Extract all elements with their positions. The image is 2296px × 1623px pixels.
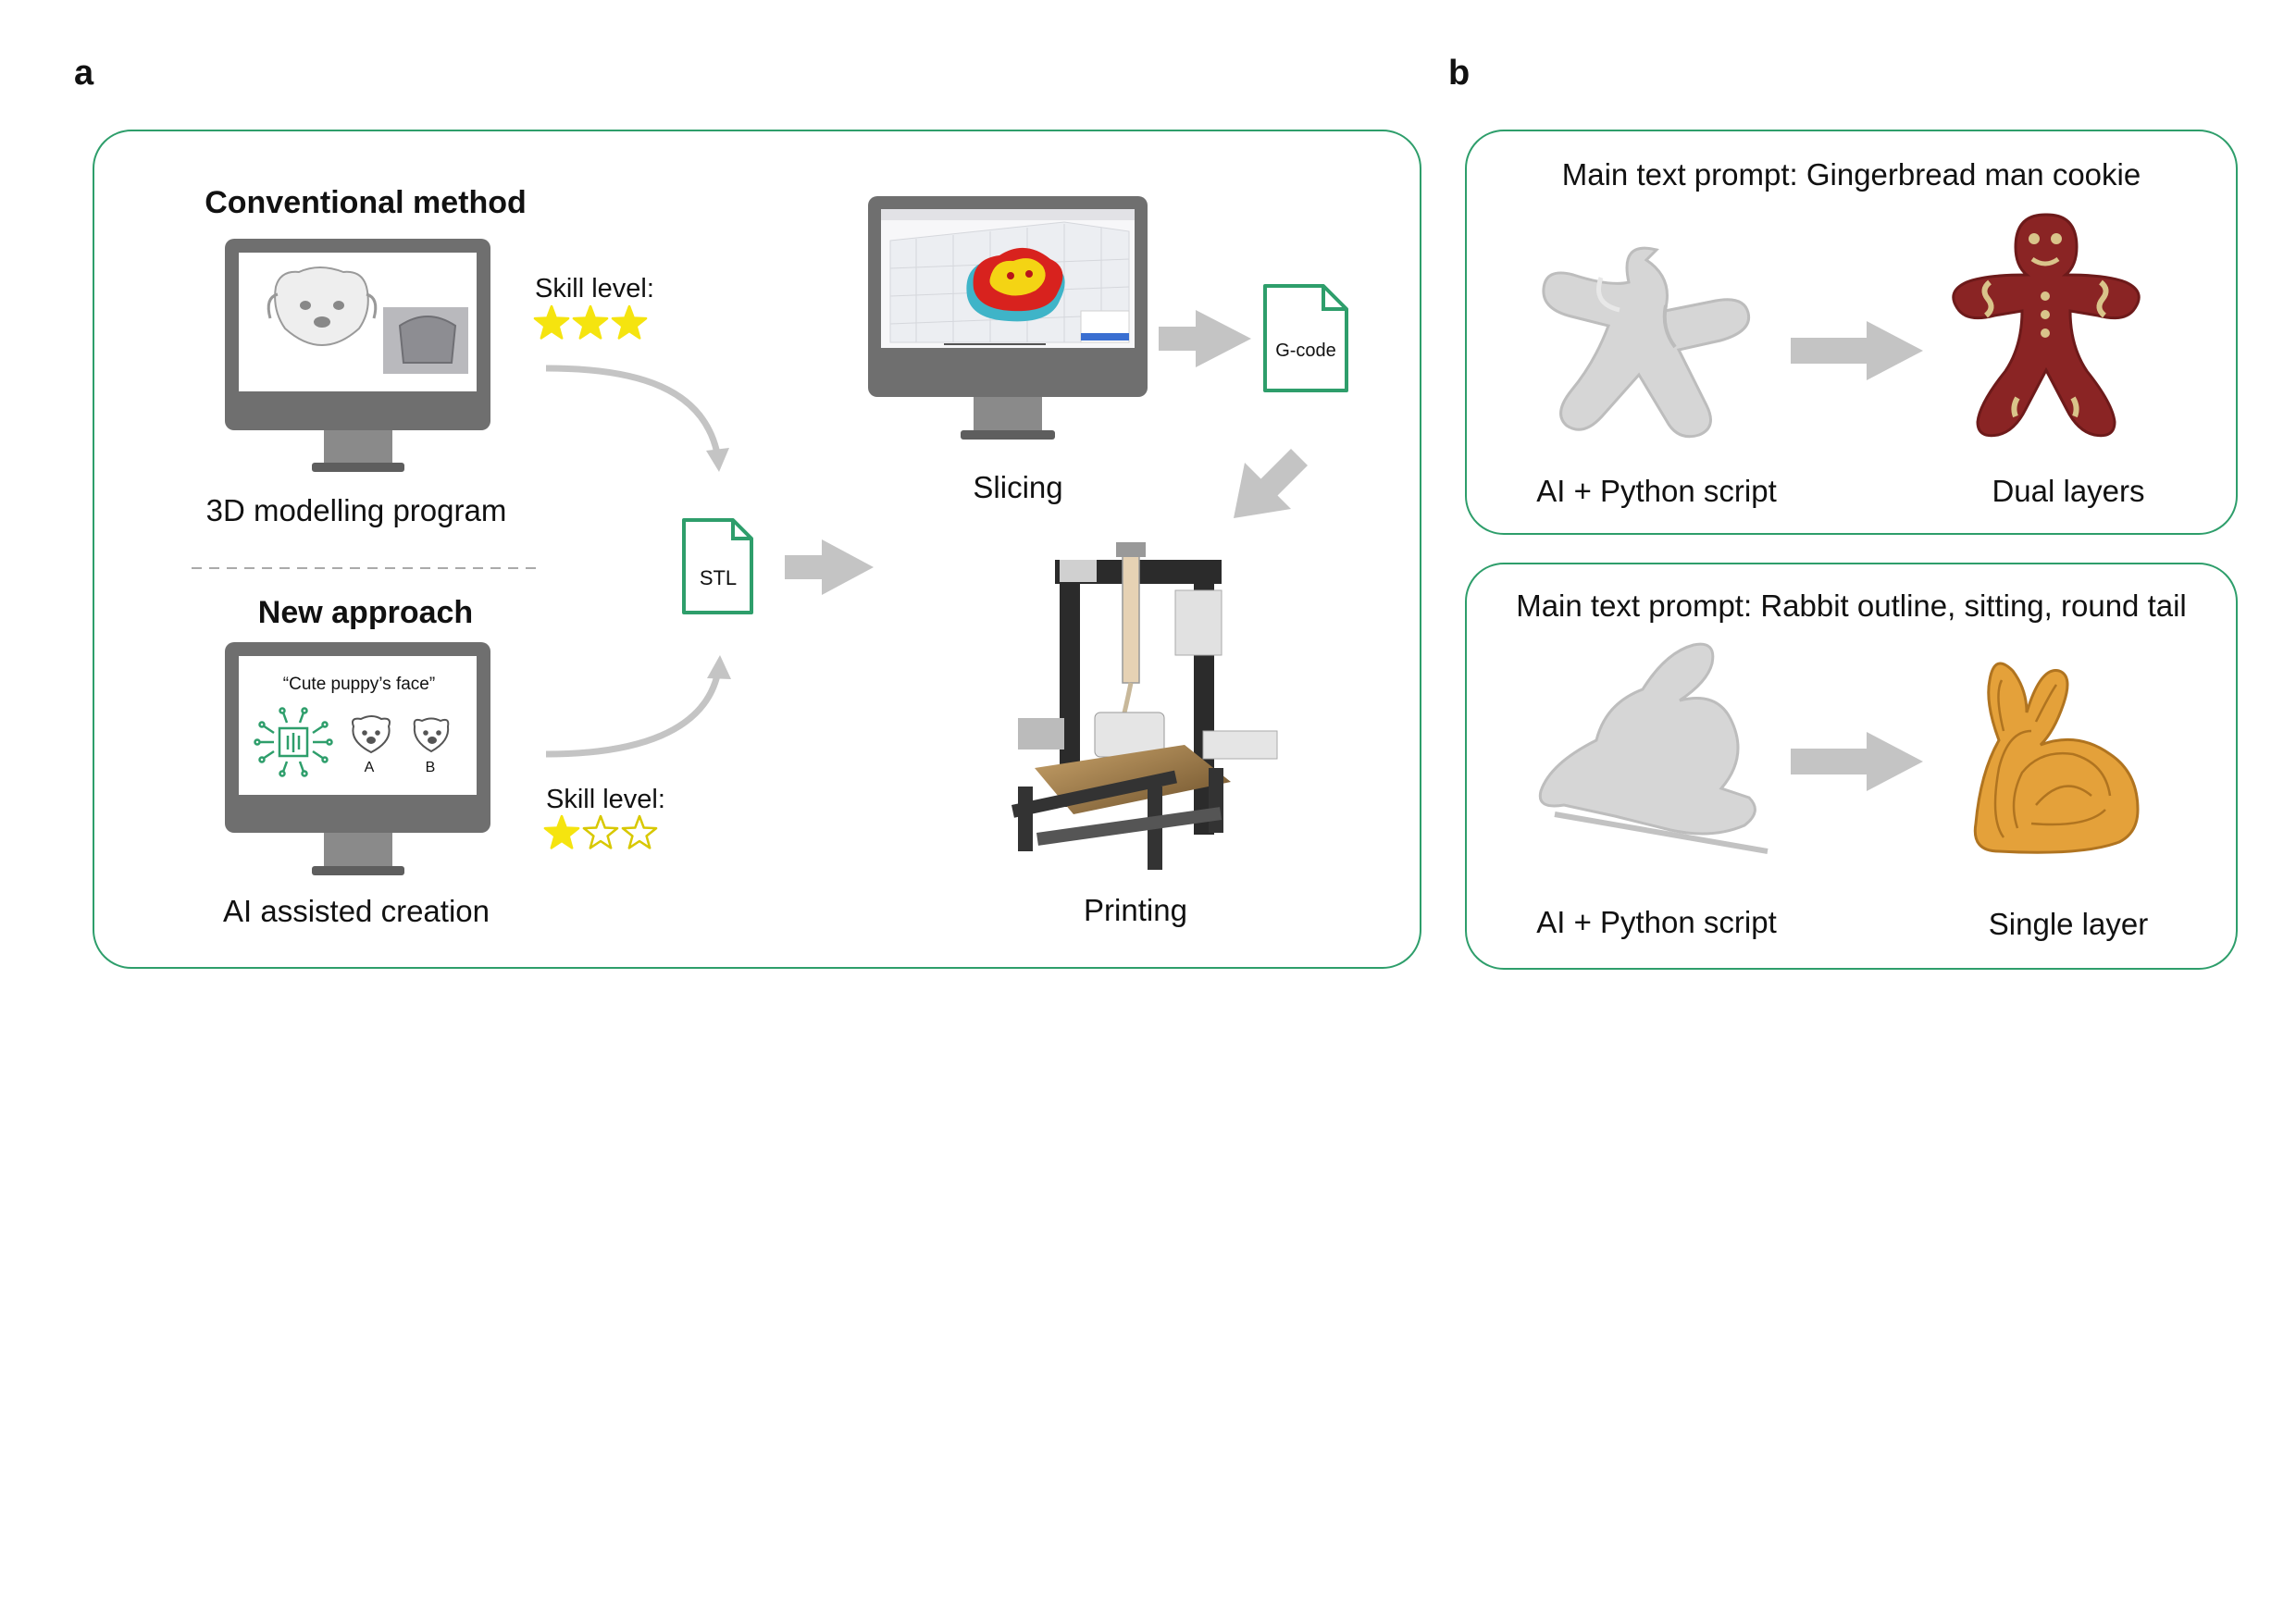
puppy-option-b-icon [413,717,450,753]
skill-stars-conventional [533,304,648,340]
curved-arrow-ai [545,675,721,758]
curved-arrow-conventional-head [706,448,729,472]
conventional-star-filled [533,304,570,340]
arrow-gingerbread [1791,321,1923,380]
gingerbread-right-label: Dual layers [1992,474,2145,508]
new-approach-title: New approach [257,595,474,630]
ai-chip-icon [254,707,333,777]
panel-letter-b: b [1448,54,1471,93]
arrow-gcode-to-printer [1234,449,1308,518]
sliced-model [966,247,1065,322]
gingerbread-left-label: AI + Python script [1536,474,1777,508]
option-b-label: B [426,760,436,775]
curved-arrow-ai-head [707,655,731,679]
panel-letter-a: a [74,54,94,93]
rabbit-left-label: AI + Python script [1536,905,1777,939]
puppy-option-a-icon [352,715,391,754]
rabbit-3d-model [1538,642,1769,854]
ai-star-empty [621,814,658,849]
conventional-star-filled [611,304,648,340]
arrow-stl-to-printer [785,539,874,595]
ai-star-empty [582,814,619,849]
curved-arrow-conventional [545,365,721,454]
rabbit-printed-photo [1973,662,2140,854]
arrow-slicing-to-gcode [1159,310,1251,367]
option-a-label: A [365,760,375,775]
panel-b-bottom-box [1465,563,2238,970]
monitor-ai: “Cute puppy’s face” A B [225,642,490,875]
gingerbread-cookie-photo [1952,213,2141,438]
printing-label: Printing [1084,893,1187,927]
skill-level-label-2: Skill level: [546,785,665,814]
puppy-model-render [267,266,468,374]
panel-a-box [93,130,1421,969]
3d-printer-illustration [1011,542,1278,870]
rabbit-right-label: Single layer [1988,907,2149,941]
gcode-file-icon: G-code [1263,284,1348,392]
panel-b-top-box [1465,130,2238,535]
modelling-program-label: 3D modelling program [205,493,507,527]
stl-file-icon: STL [682,518,753,614]
monitor-slicing [868,196,1148,440]
arrow-rabbit [1791,732,1923,791]
svg-text:STL: STL [700,566,737,589]
conventional-star-filled [572,304,609,340]
rabbit-prompt: Main text prompt: Rabbit outline, sittin… [1516,588,2187,623]
ai-prompt-text: “Cute puppy’s face” [283,675,435,694]
slicing-label: Slicing [973,470,1063,504]
ai-star-filled [543,814,580,849]
svg-text:G-code: G-code [1275,341,1336,361]
conventional-method-title: Conventional method [205,185,527,220]
gingerbread-3d-model [1542,246,1751,439]
gingerbread-prompt: Main text prompt: Gingerbread man cookie [1561,157,2141,192]
skill-stars-ai [543,814,658,849]
ai-creation-label: AI assisted creation [223,894,490,928]
skill-level-label-1: Skill level: [535,274,654,304]
monitor-conventional [225,239,490,472]
